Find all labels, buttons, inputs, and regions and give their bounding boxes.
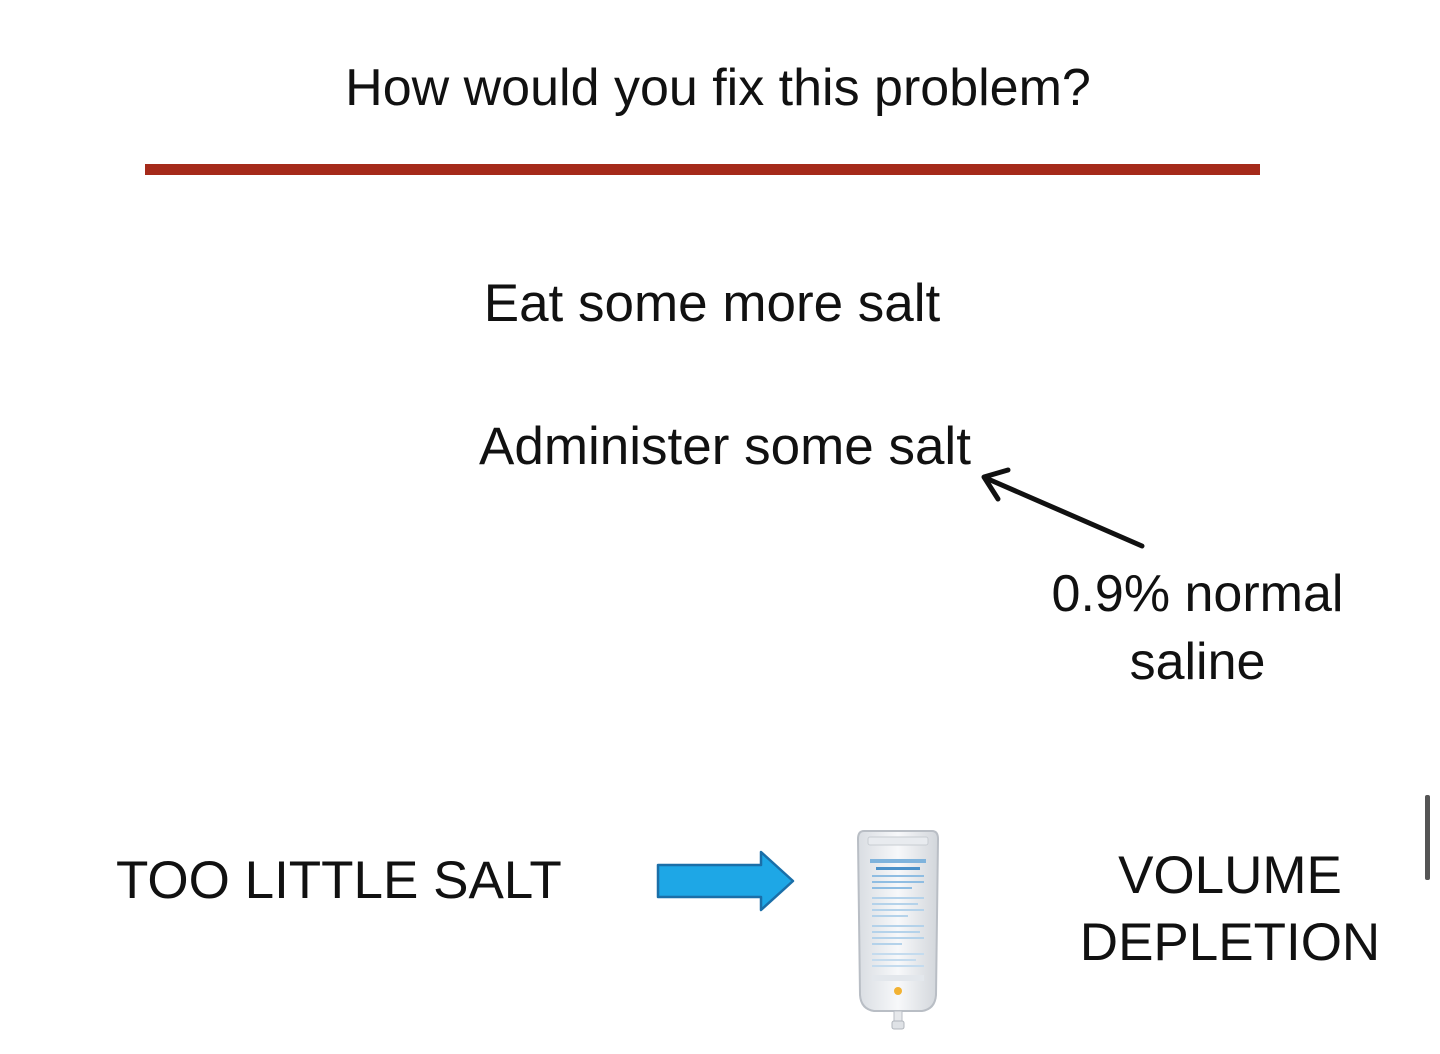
option-administer-salt: Administer some salt xyxy=(479,417,971,476)
scrollbar-thumb[interactable] xyxy=(1425,795,1430,880)
effect-label-line1: VOLUME xyxy=(1118,846,1342,905)
title-divider xyxy=(145,164,1260,175)
saline-annotation: 0.9% normal saline xyxy=(1020,560,1375,696)
slide-title: How would you fix this problem? xyxy=(345,59,1091,117)
option-eat-salt: Eat some more salt xyxy=(483,274,941,333)
saline-annotation-line1: 0.9% normal xyxy=(1051,565,1344,623)
saline-annotation-line2: saline xyxy=(1129,633,1266,691)
right-arrow-icon xyxy=(656,850,795,912)
effect-label-line2: DEPLETION xyxy=(1079,913,1381,972)
effect-label: VOLUME DEPLETION xyxy=(1060,842,1400,976)
pointer-arrow-icon xyxy=(981,467,1145,549)
cause-label: TOO LITTLE SALT xyxy=(116,851,562,910)
iv-saline-bag-icon xyxy=(856,830,940,1030)
